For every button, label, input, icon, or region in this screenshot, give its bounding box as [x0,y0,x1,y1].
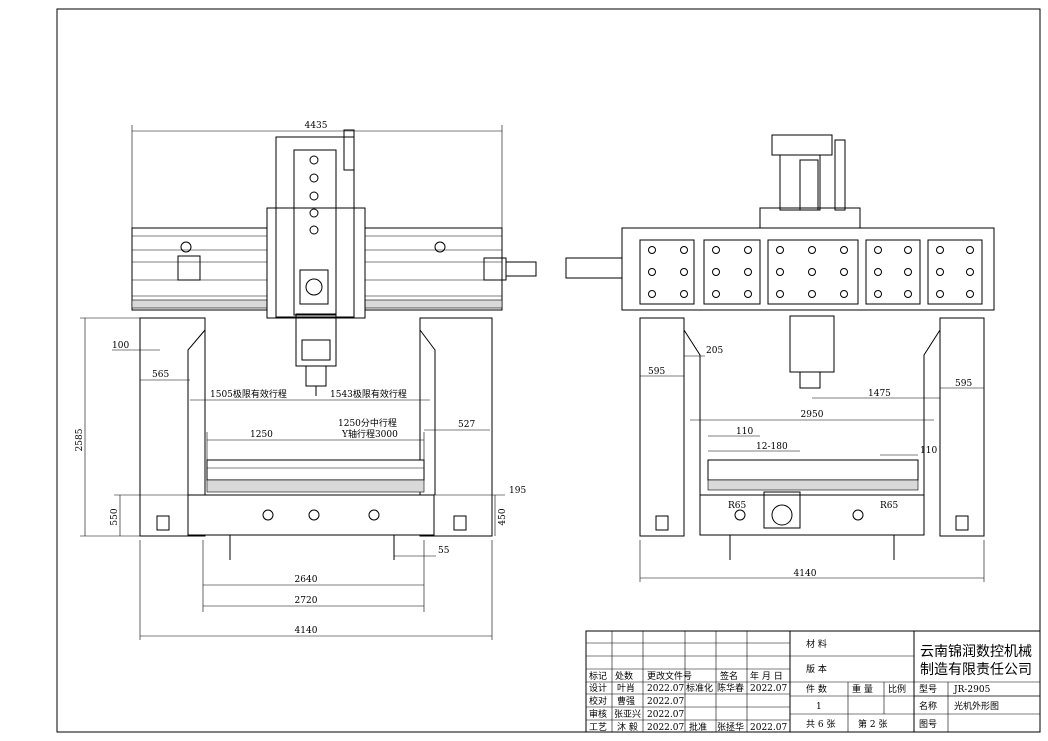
tb-model-label: 型号 [919,684,937,695]
side-right-column [939,317,985,537]
dim-2640: 2640 [295,575,318,585]
dim-195: 195 [509,486,526,496]
dim-2950: 2950 [801,410,824,420]
tb-row2-date: 2022.07 [647,697,684,707]
tb-row2-role: 校对 [589,695,607,707]
tb-row1-date: 2022.07 [647,684,684,694]
dim-y-travel: Y轴行程3000 [341,428,398,440]
tb-weight-label: 重 量 [852,683,873,695]
tb-name-value: 光机外形图 [954,700,999,712]
tb-qty-value: 1 [816,702,822,712]
tb-row3-date: 2022.07 [647,710,684,720]
dim-110-right: 110 [920,446,937,456]
side-bed [699,494,925,536]
tb-doc-label: 更改文件号 [647,670,692,682]
dim-1505-travel: 1505极限有效行程 [210,388,287,400]
dim-110-left: 110 [736,427,753,437]
dim-12-180: 12-180 [756,442,788,452]
tb-count-label: 处数 [615,670,633,682]
dim-4435: 4435 [305,121,328,131]
tb-sign-label: 签名 [720,670,738,682]
tb-name-label: 名称 [919,700,937,712]
tb-material-label: 材 料 [806,638,827,650]
tb-date-label: 年 月 日 [750,670,783,682]
tb-row1-role2: 标准化 [686,682,713,694]
tb-scale-label: 比例 [888,683,906,695]
dim-1475: 1475 [868,389,891,399]
tb-row4-date2: 2022.07 [750,723,787,733]
tb-qty-label: 件 数 [806,683,827,695]
dim-595-left: 595 [648,367,665,377]
title-block: 标记 处数 更改文件号 签名 年 月 日 设计 叶肖 2022.07 标准化 陈… [585,630,1041,733]
tb-row1-name2: 陈华春 [717,682,744,694]
dim-r65-right: R65 [880,501,899,511]
tb-row4-role: 工艺 [589,722,607,733]
front-saddle [266,207,366,319]
dim-595-right: 595 [955,379,972,389]
dim-4140-front: 4140 [295,626,318,636]
dim-550: 550 [110,508,120,525]
front-bed [187,494,435,536]
tb-company-line2: 制造有限责任公司 [920,662,1032,678]
side-view-dimensions: 595 205 1475 595 2950 110 12-180 110 R65… [639,346,985,582]
dim-527: 527 [458,420,475,430]
tb-sheet-no: 第 2 张 [858,718,887,730]
tb-company-line1: 云南锦润数控机械 [920,643,1032,660]
side-spindle [789,315,835,373]
dim-r65-left: R65 [728,501,747,511]
tb-drawing-no-label: 图号 [919,719,937,730]
tb-row1-role: 设计 [589,682,607,694]
tb-sheets: 共 6 张 [806,719,835,730]
tb-row3-name: 张亚兴 [614,709,641,720]
dim-565: 565 [152,370,169,380]
dim-1250: 1250 [250,430,273,440]
drawing-frame [56,8,1041,733]
dim-2720: 2720 [295,596,318,606]
tb-row4-date: 2022.07 [647,723,684,733]
dim-450: 450 [498,508,508,525]
dim-100: 100 [112,341,129,351]
dim-1543-travel: 1543极限有效行程 [330,388,407,400]
side-left-column [639,317,685,537]
tb-row4-name: 沐 毅 [617,721,638,733]
dim-55: 55 [438,546,450,556]
tb-row4-name2: 张拯华 [717,721,744,733]
dim-1250-mid-travel: 1250分中行程 [338,417,397,429]
front-view [131,129,537,560]
tb-row3-role: 审核 [589,708,607,720]
side-view [565,134,995,560]
tb-row1-date2: 2022.07 [750,684,787,694]
dim-205: 205 [706,346,723,356]
front-view-dimensions: 4435 2585 100 565 1505极限有效行程 1543极限有效行程 … [75,121,526,640]
tb-mark-label: 标记 [589,670,607,682]
dim-2585: 2585 [75,428,85,451]
side-table [707,459,919,481]
tb-row1-name: 叶肖 [617,682,635,694]
tb-version-label: 版 本 [806,663,827,675]
front-table [206,459,425,481]
tb-model-value: JR-2905 [953,685,991,695]
dim-4140-side: 4140 [794,569,817,579]
tb-row4-role2: 批准 [689,721,707,733]
tb-row2-name: 曹强 [617,695,635,707]
